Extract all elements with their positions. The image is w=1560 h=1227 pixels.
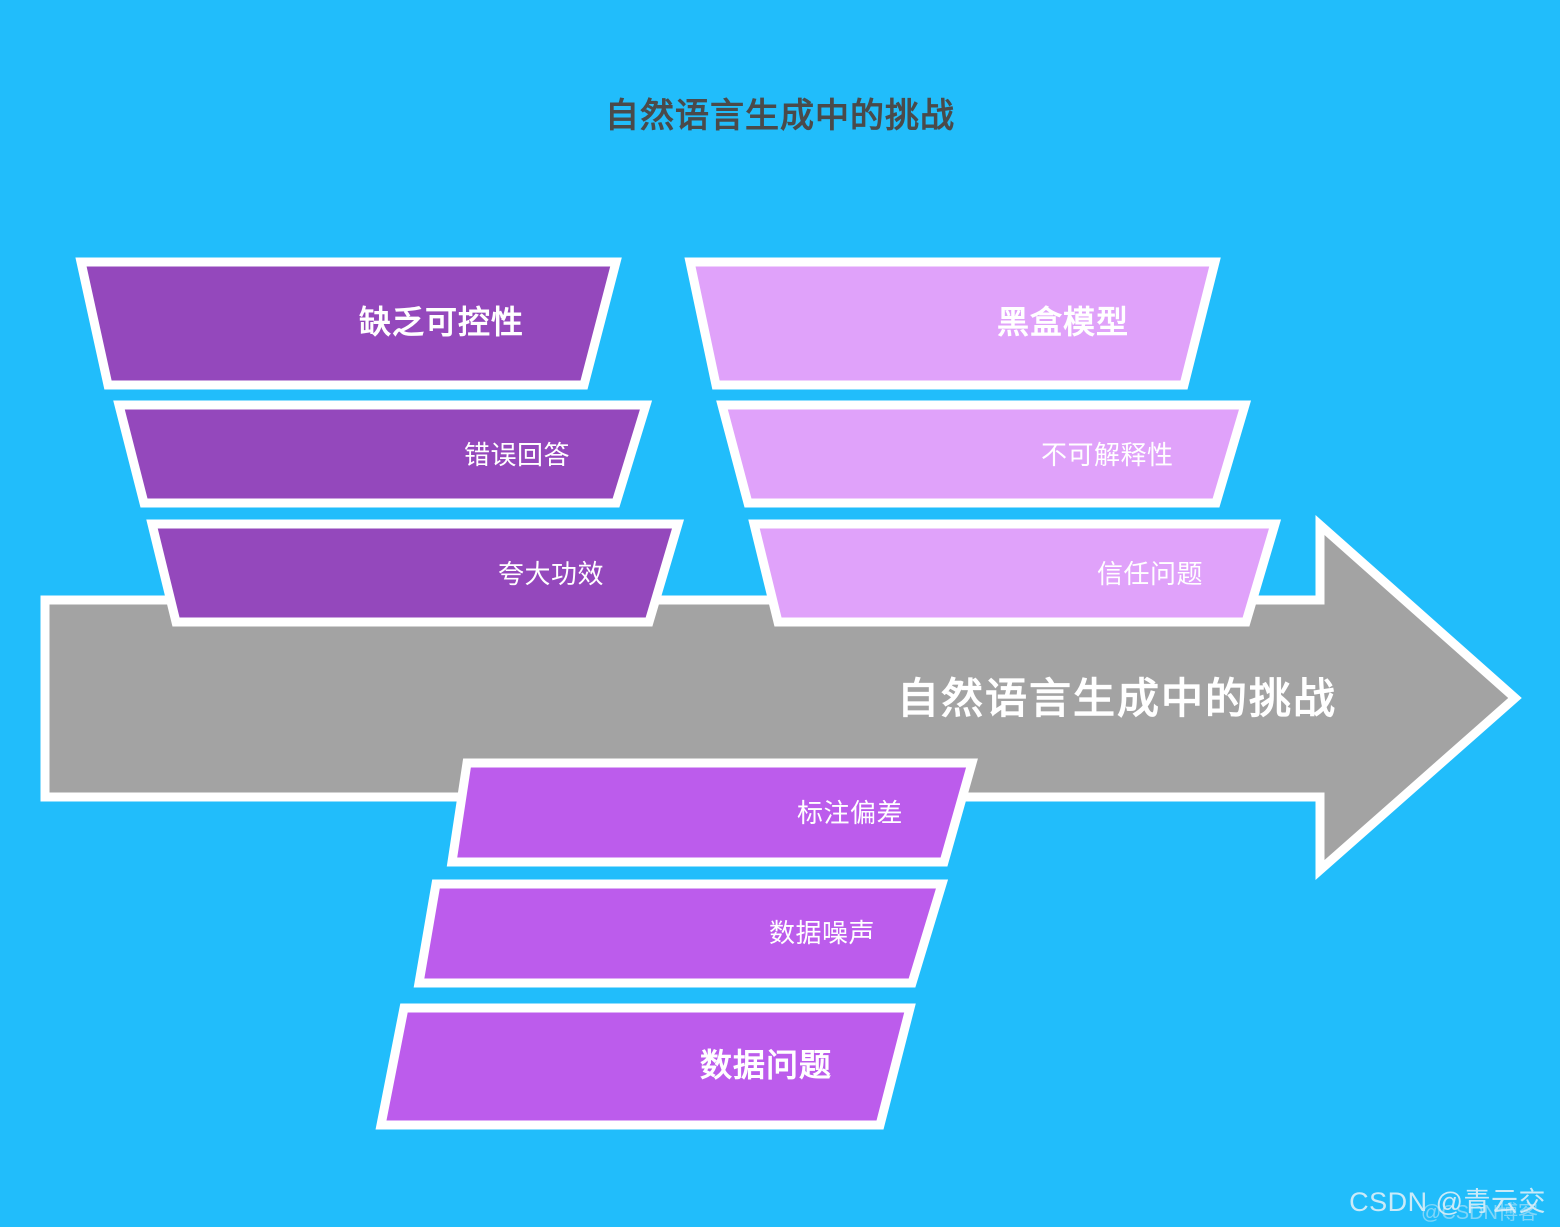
shape-data-noise[interactable] (413, 879, 949, 988)
label-wrong-answer: 错误回答 (464, 440, 571, 470)
shape-trust-issue[interactable] (748, 519, 1282, 627)
label-trust-issue: 信任问题 (1097, 559, 1204, 589)
shape-annotation-bias[interactable] (446, 758, 978, 867)
label-data-noise: 数据噪声 (769, 918, 876, 948)
shape-lack-of-controllability[interactable] (75, 257, 622, 390)
label-data-problem: 数据问题 (700, 1047, 833, 1083)
arrow-label: 自然语言生成中的挑战 (897, 675, 1338, 722)
label-exaggerated-efficacy: 夸大功效 (498, 559, 605, 589)
shape-black-box-model[interactable] (684, 257, 1221, 390)
page-title: 自然语言生成中的挑战 (605, 97, 955, 135)
watermark: CSDN @青云交 (1349, 1187, 1546, 1217)
label-black-box-model: 黑盒模型 (997, 304, 1130, 340)
shape-data-problem[interactable] (375, 1003, 916, 1130)
label-annotation-bias: 标注偏差 (797, 798, 904, 828)
label-uninterpretability: 不可解释性 (1041, 440, 1174, 470)
shape-exaggerated-efficacy[interactable] (146, 519, 685, 627)
watermark-sub: @CSDN博客 (1421, 1202, 1538, 1224)
shape-uninterpretability[interactable] (716, 400, 1252, 508)
shape-wrong-answer[interactable] (113, 400, 653, 508)
label-lack-of-controllability: 缺乏可控性 (359, 304, 525, 340)
